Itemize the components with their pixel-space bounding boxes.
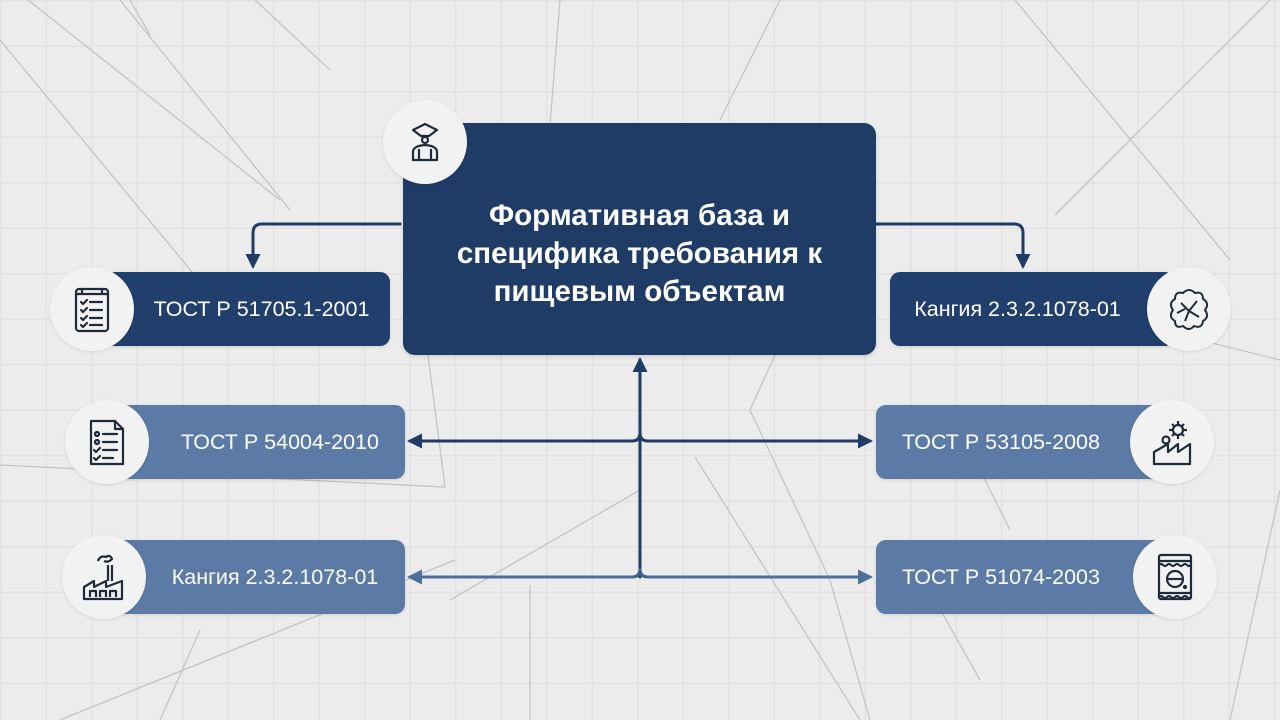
- node-label: Кангия 2.3.2.1078-01: [171, 564, 379, 589]
- node-icon-circle: [65, 400, 149, 484]
- node-icon-circle: [1133, 535, 1217, 619]
- central-topic-title: Формативная база и специфика требования …: [456, 199, 823, 308]
- brain-puzzle-icon: [1169, 289, 1209, 330]
- checklist-clipboard-icon: [74, 287, 110, 333]
- factory-gear-icon: [1152, 421, 1192, 466]
- node-label: ТОСТ Р 51074-2003: [902, 564, 1100, 589]
- central-topic-box[interactable]: Формативная база и специфика требования …: [403, 123, 876, 355]
- factory-smoke-icon: [82, 554, 124, 601]
- node-label: Кангия 2.3.2.1078-01: [914, 296, 1121, 321]
- node-right-2[interactable]: ТОСТ Р 53105-2008: [876, 405, 1166, 479]
- node-label: ТОСТ Р 53105-2008: [902, 429, 1100, 454]
- node-label: ТОСТ Р 51705.1-2001: [153, 296, 370, 321]
- node-icon-circle: [1130, 400, 1214, 484]
- graduate-person-icon: [411, 122, 439, 162]
- node-icon-circle: [62, 535, 146, 619]
- node-icon-circle: [1147, 267, 1231, 351]
- central-icon-circle: [383, 100, 467, 184]
- node-label: ТОСТ Р 54004-2010: [181, 429, 379, 454]
- node-left-2[interactable]: ТОСТ Р 54004-2010: [115, 405, 405, 479]
- node-icon-circle: [50, 267, 134, 351]
- document-checklist-icon: [89, 419, 125, 466]
- node-right-1[interactable]: Кангия 2.3.2.1078-01: [890, 272, 1175, 346]
- node-left-1[interactable]: ТОСТ Р 51705.1-2001: [105, 272, 390, 346]
- node-right-3[interactable]: ТОСТ Р 51074-2003: [876, 540, 1166, 614]
- food-package-icon: [1157, 553, 1193, 601]
- node-left-3[interactable]: Кангия 2.3.2.1078-01: [115, 540, 405, 614]
